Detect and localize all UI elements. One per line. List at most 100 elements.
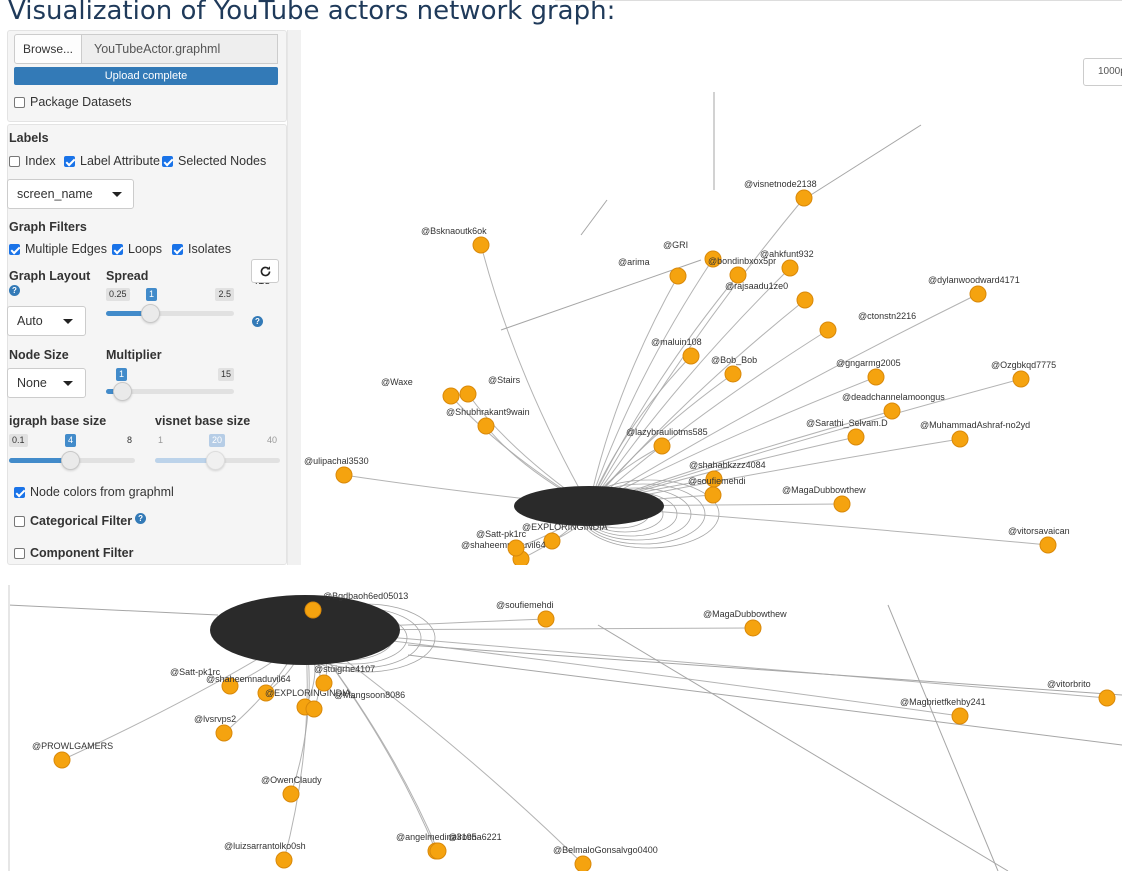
slider-track[interactable] [106,311,234,316]
zoom-input[interactable]: 1000p [1083,58,1122,86]
network-graph-canvas-top[interactable]: @dylanwoodward4171@Shubhrakant9wain@lazy… [301,30,1122,565]
checkbox-icon[interactable] [14,515,25,527]
graph-node [335,466,353,484]
checkbox-checked-icon[interactable] [64,155,75,167]
hub-node-cluster [210,595,400,665]
options-well [7,124,287,565]
multiplier-label: Multiplier [106,348,162,362]
node-label: @Magbrietfkehby241 [900,697,986,707]
node-label: @MagaDubbowthew [782,485,866,495]
node-label: @soufiemehdi [688,476,746,486]
file-name-field[interactable]: YouTubeActor.graphml [82,34,278,64]
network-graph-canvas-zoomed[interactable]: @soufiemehdi@MagaDubbowthew@Satt-pk1rc@s… [8,585,1122,871]
refresh-button[interactable] [251,259,279,283]
node-label: @lazybrauliotms585 [626,427,708,437]
slider-track[interactable] [106,389,234,394]
isolates-checkbox[interactable]: Isolates [172,242,231,256]
checkbox-icon[interactable] [14,96,25,108]
graph-node [53,751,71,769]
graph-node [282,785,300,803]
node-label: @ahkfunt932 [760,249,814,259]
chevron-down-icon [112,192,122,197]
slider-handle[interactable] [61,451,80,470]
graph-node [819,321,837,339]
loops-checkbox[interactable]: Loops [112,242,162,256]
graph-edge [588,293,979,507]
node-size-value: None [17,376,47,390]
node-label: @Mangsoon8086 [334,690,405,700]
graph-node [442,387,460,405]
node-label: @vitorsavaican [1008,526,1070,536]
node-label: @Satt-pk1rc [170,667,221,677]
index-checkbox[interactable]: Index [9,154,56,168]
graph-edge [588,299,806,507]
graph-node [704,486,722,504]
header-divider [555,0,1122,1]
node-label: @Bsknaoutk6ok [421,226,487,236]
question-circle-icon[interactable]: ? [9,285,20,296]
node-label: @ulipachal3530 [304,456,369,466]
page-title: Visualization of YouTube actors network … [8,0,616,26]
graph-hub-cluster[interactable] [210,595,400,665]
graph-node [275,851,293,869]
graph-edge [407,654,1122,746]
question-circle-icon[interactable]: ? [252,316,263,327]
graph-edge [588,274,739,507]
visnet-base-slider[interactable]: 1 40 20 [155,434,280,470]
spread-max: 2.5 [215,288,234,301]
graph-node [304,601,322,619]
package-datasets-checkbox[interactable]: Package Datasets [14,95,131,109]
graph-node [795,189,813,207]
graph-edge [588,376,1022,507]
graph-layout-select[interactable]: Auto [7,306,86,336]
graph-node [729,266,747,284]
component-filter-checkbox[interactable]: Component Filter [14,546,133,560]
checkbox-checked-icon[interactable] [112,243,123,255]
browse-button[interactable]: Browse... [14,34,82,64]
spread-slider[interactable]: 0.25 2.5 1 [106,288,234,328]
node-label: @PROWLGAMERS [32,741,113,751]
slider-handle[interactable] [113,382,132,401]
checkbox-icon[interactable] [14,547,25,559]
multiple-edges-checkbox[interactable]: Multiple Edges [9,242,107,256]
igraph-base-label: igraph base size [9,414,107,428]
slider-handle[interactable] [141,304,160,323]
node-size-select[interactable]: None [7,368,86,398]
isolates-label: Isolates [188,242,232,256]
network-graph-svg-zoomed[interactable]: @soufiemehdi@MagaDubbowthew@Satt-pk1rc@s… [8,585,1122,871]
panel-scrollbar[interactable] [287,30,301,565]
node-label: @Satt-pk1rc [476,529,527,539]
graph-node [951,707,969,725]
graph-hub-cluster[interactable] [514,486,664,526]
checkbox-icon[interactable] [9,155,20,167]
node-label: @MuhammadAshraf-no2yd [920,420,1030,430]
checkbox-checked-icon[interactable] [162,155,173,167]
selected-nodes-checkbox[interactable]: Selected Nodes [162,154,266,168]
categorical-filter-checkbox[interactable]: Categorical Filter ? [14,512,147,528]
graph-filters-header: Graph Filters [9,220,87,234]
question-circle-icon[interactable]: ? [135,512,147,524]
checkbox-checked-icon[interactable] [14,486,25,498]
multiplier-value: 1 [116,368,128,381]
checkbox-checked-icon[interactable] [172,243,183,255]
node-colors-checkbox[interactable]: Node colors from graphml [14,485,174,499]
graph-node [472,236,490,254]
node-label: @lvsrvps2 [194,714,236,724]
label-attribute-select[interactable]: screen_name [7,179,134,209]
multiplier-max: 15 [217,368,234,381]
graph-nodes[interactable]: @soufiemehdi@MagaDubbowthew@Satt-pk1rc@s… [32,591,1116,871]
node-label: @Stairs [488,375,521,385]
graph-nodes[interactable]: @dylanwoodward4171@Shubhrakant9wain@lazy… [304,179,1070,565]
graph-layout-header: Graph Layout [9,269,91,283]
graph-node [1039,536,1057,554]
graph-node [305,700,323,718]
graph-edge [588,267,791,507]
igraph-base-slider[interactable]: 0.1 8 4 [9,434,135,470]
node-label: @arima [618,257,650,267]
multiplier-slider[interactable]: 15 1 [106,368,234,404]
checkbox-checked-icon[interactable] [9,243,20,255]
label-attribute-checkbox[interactable]: Label Attribute [64,154,160,168]
network-graph-svg[interactable]: @dylanwoodward4171@Shubhrakant9wain@lazy… [301,30,1122,565]
node-label: @Waxe [381,377,413,387]
slider-handle[interactable] [206,451,225,470]
